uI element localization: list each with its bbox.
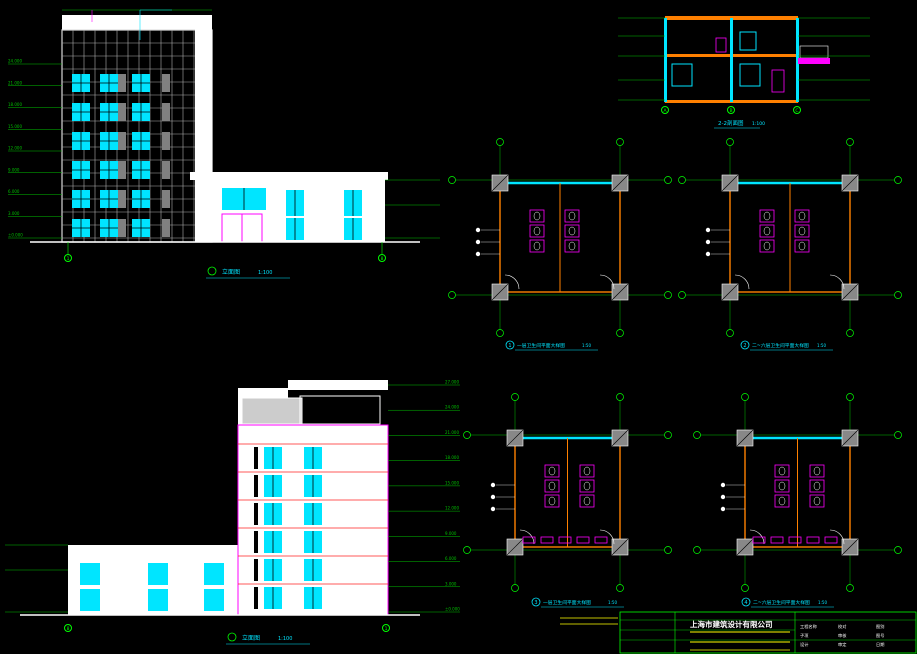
level-label: 12.000 bbox=[445, 506, 459, 511]
level-label: 18.000 bbox=[8, 102, 22, 107]
title-block-field: 设计 bbox=[800, 641, 808, 648]
rear-podium-window bbox=[148, 589, 168, 611]
plan-scale: 1:50 bbox=[818, 600, 827, 605]
plan-title: 一层卫生间平面大样图 bbox=[517, 342, 565, 349]
level-label: ±0.000 bbox=[445, 607, 460, 612]
level-label: 3.000 bbox=[8, 211, 20, 216]
front-elevation-title: 立面图 bbox=[222, 268, 240, 276]
toilet-plans: 1 一层卫生间平面大样图 1:50 2 二~六层卫生间平面大样图 1:50 3 一层卫生间平面… bbox=[448, 138, 902, 608]
front-grid-left: 1 bbox=[67, 256, 70, 262]
section-scale: 1:100 bbox=[752, 121, 765, 127]
rear-elevation-scale: 1:100 bbox=[278, 636, 292, 642]
rear-podium-window bbox=[80, 563, 100, 585]
plan-number: 1 bbox=[508, 343, 511, 349]
level-label: 6.000 bbox=[445, 556, 457, 561]
level-label: 15.000 bbox=[445, 480, 459, 485]
level-label: 24.000 bbox=[445, 405, 459, 410]
level-label: 27.000 bbox=[445, 380, 459, 385]
level-label: 12.000 bbox=[8, 146, 22, 151]
level-label: 24.000 bbox=[8, 59, 22, 64]
rear-podium-window bbox=[80, 589, 100, 611]
toilet-plan-3: 3 一层卫生间平面大样图 1:50 bbox=[463, 393, 672, 608]
front-grid-right: 8 bbox=[381, 256, 384, 262]
title-block-field: 图号 bbox=[876, 633, 884, 639]
plan-scale: 1:50 bbox=[608, 600, 617, 605]
level-label: 21.000 bbox=[445, 430, 459, 435]
rear-podium-window bbox=[204, 589, 224, 611]
rear-elevation-title: 立面图 bbox=[242, 634, 260, 642]
plan-title: 一层卫生间平面大样图 bbox=[543, 599, 591, 606]
level-label: 9.000 bbox=[445, 531, 457, 536]
section-grid-b: B bbox=[729, 108, 732, 114]
plan-number: 3 bbox=[534, 600, 537, 606]
company-name: 上海市建筑设计有限公司 bbox=[690, 619, 773, 629]
rear-podium-window bbox=[204, 563, 224, 585]
level-label: 3.000 bbox=[445, 581, 457, 586]
rear-elevation: 27.000 24.000 21.000 18.000 15.000 12.000 9.00… bbox=[5, 380, 460, 645]
plan-number: 2 bbox=[743, 343, 746, 349]
title-block-field: 审核 bbox=[838, 632, 847, 639]
plan-scale: 1:50 bbox=[817, 343, 826, 348]
rear-podium-window bbox=[148, 563, 168, 585]
front-elevation: 24.000 21.000 18.000 15.000 12.000 9.000 6.000… bbox=[8, 9, 440, 279]
toilet-plan-2: 2 二~六层卫生间平面大样图 1:50 bbox=[678, 138, 902, 351]
rear-grid-left: 8 bbox=[67, 626, 70, 632]
front-elevation-scale: 1:100 bbox=[258, 270, 272, 276]
level-label: ±0.000 bbox=[8, 233, 23, 238]
toilet-plan-1: 1 一层卫生间平面大样图 1:50 bbox=[448, 138, 672, 351]
title-block-field: 工程名称 bbox=[800, 623, 817, 630]
section-grid-c: C bbox=[795, 108, 798, 114]
title-block-field: 子项 bbox=[800, 632, 809, 639]
title-block-field: 日期 bbox=[876, 642, 884, 648]
rear-grid-right: 1 bbox=[385, 626, 388, 632]
title-block-field: 审定 bbox=[838, 641, 846, 648]
plan-title: 二~六层卫生间平面大样图 bbox=[753, 599, 810, 606]
section-2-2: A B C 2-2剖面图 1:100 bbox=[618, 16, 870, 129]
title-block-field: 校对 bbox=[838, 623, 846, 630]
plan-title: 二~六层卫生间平面大样图 bbox=[752, 342, 809, 349]
section-grid-a: A bbox=[663, 108, 667, 114]
toilet-plan-4: 4 二~六层卫生间平面大样图 1:50 bbox=[693, 393, 902, 608]
level-label: 18.000 bbox=[445, 455, 459, 460]
title-block-field: 图别 bbox=[876, 623, 884, 630]
level-label: 9.000 bbox=[8, 167, 20, 172]
plan-number: 4 bbox=[744, 600, 747, 606]
section-title: 2-2剖面图 bbox=[718, 119, 744, 127]
plan-scale: 1:50 bbox=[582, 343, 591, 348]
level-label: 21.000 bbox=[8, 80, 22, 85]
level-label: 6.000 bbox=[8, 189, 20, 194]
level-label: 15.000 bbox=[8, 124, 22, 129]
